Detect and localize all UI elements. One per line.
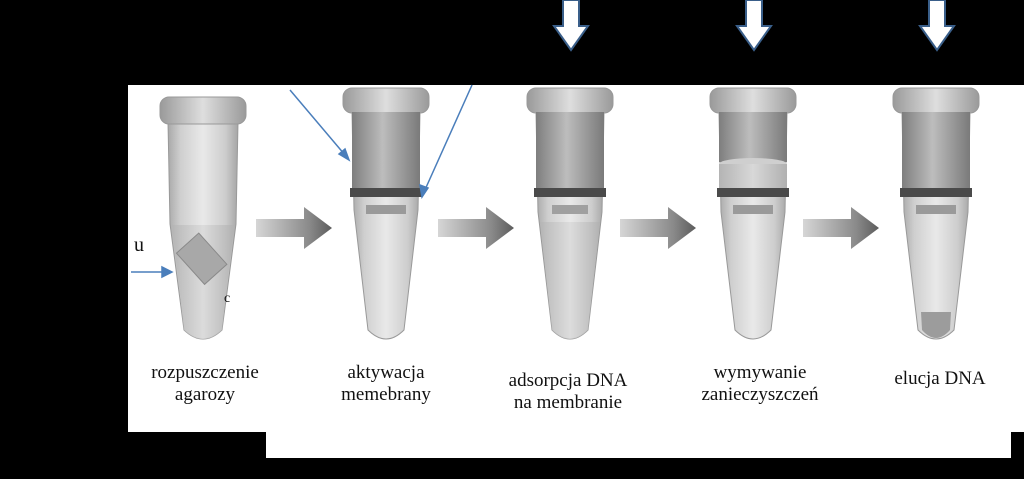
membrane [717, 188, 789, 197]
step-label-elution: elucja DNA [860, 368, 1020, 390]
step-label-line: adsorpcja DNA [508, 370, 628, 391]
down-arrow-icon [918, 0, 956, 52]
step-label-line: aktywacja [347, 362, 425, 383]
membrane [900, 188, 972, 197]
process-arrow-icon [803, 207, 879, 249]
spin-column [536, 112, 604, 190]
down-arrow-icon [735, 0, 773, 52]
tube-4-washing [709, 87, 797, 340]
truncated-label-fragment: u [134, 234, 144, 256]
process-arrow-icon [620, 207, 696, 249]
annotation-pointer [419, 84, 473, 199]
tube-5-elution [892, 87, 980, 340]
annotation-pointer [131, 265, 174, 279]
spin-column [352, 112, 420, 190]
down-arrow-icon [552, 0, 590, 52]
tube-1-dissolving [159, 96, 247, 340]
step-label-line: na membranie [513, 392, 623, 413]
process-arrow-icon [438, 207, 514, 249]
content-panel-lower [266, 420, 1011, 458]
spin-column [902, 112, 970, 190]
membrane [534, 188, 606, 197]
step-label-washing: wymywanie zanieczyszczeń [680, 362, 840, 406]
process-arrow-icon [256, 207, 332, 249]
step-label-activation: aktywacja memebrany [306, 362, 466, 406]
step-label-line: agarozy [174, 384, 236, 405]
annotation-pointer [289, 89, 351, 162]
step-label-adsorption: adsorpcja DNA na membranie [488, 370, 648, 414]
spin-column [719, 112, 787, 162]
truncated-label-fragment: c [224, 291, 231, 306]
step-label-line: rozpuszczenie [151, 362, 259, 383]
tube-2-activation [342, 87, 430, 340]
tube-3-adsorption [526, 87, 614, 340]
step-label-line: memebrany [341, 384, 431, 405]
agarose-block [175, 232, 228, 286]
step-label-line: elucja DNA [894, 368, 986, 389]
step-label-line: zanieczyszczeń [701, 384, 819, 405]
step-label-line: wymywanie [713, 362, 807, 383]
membrane [350, 188, 422, 197]
step-label-dissolving: rozpuszczenie agarozy [125, 362, 285, 406]
